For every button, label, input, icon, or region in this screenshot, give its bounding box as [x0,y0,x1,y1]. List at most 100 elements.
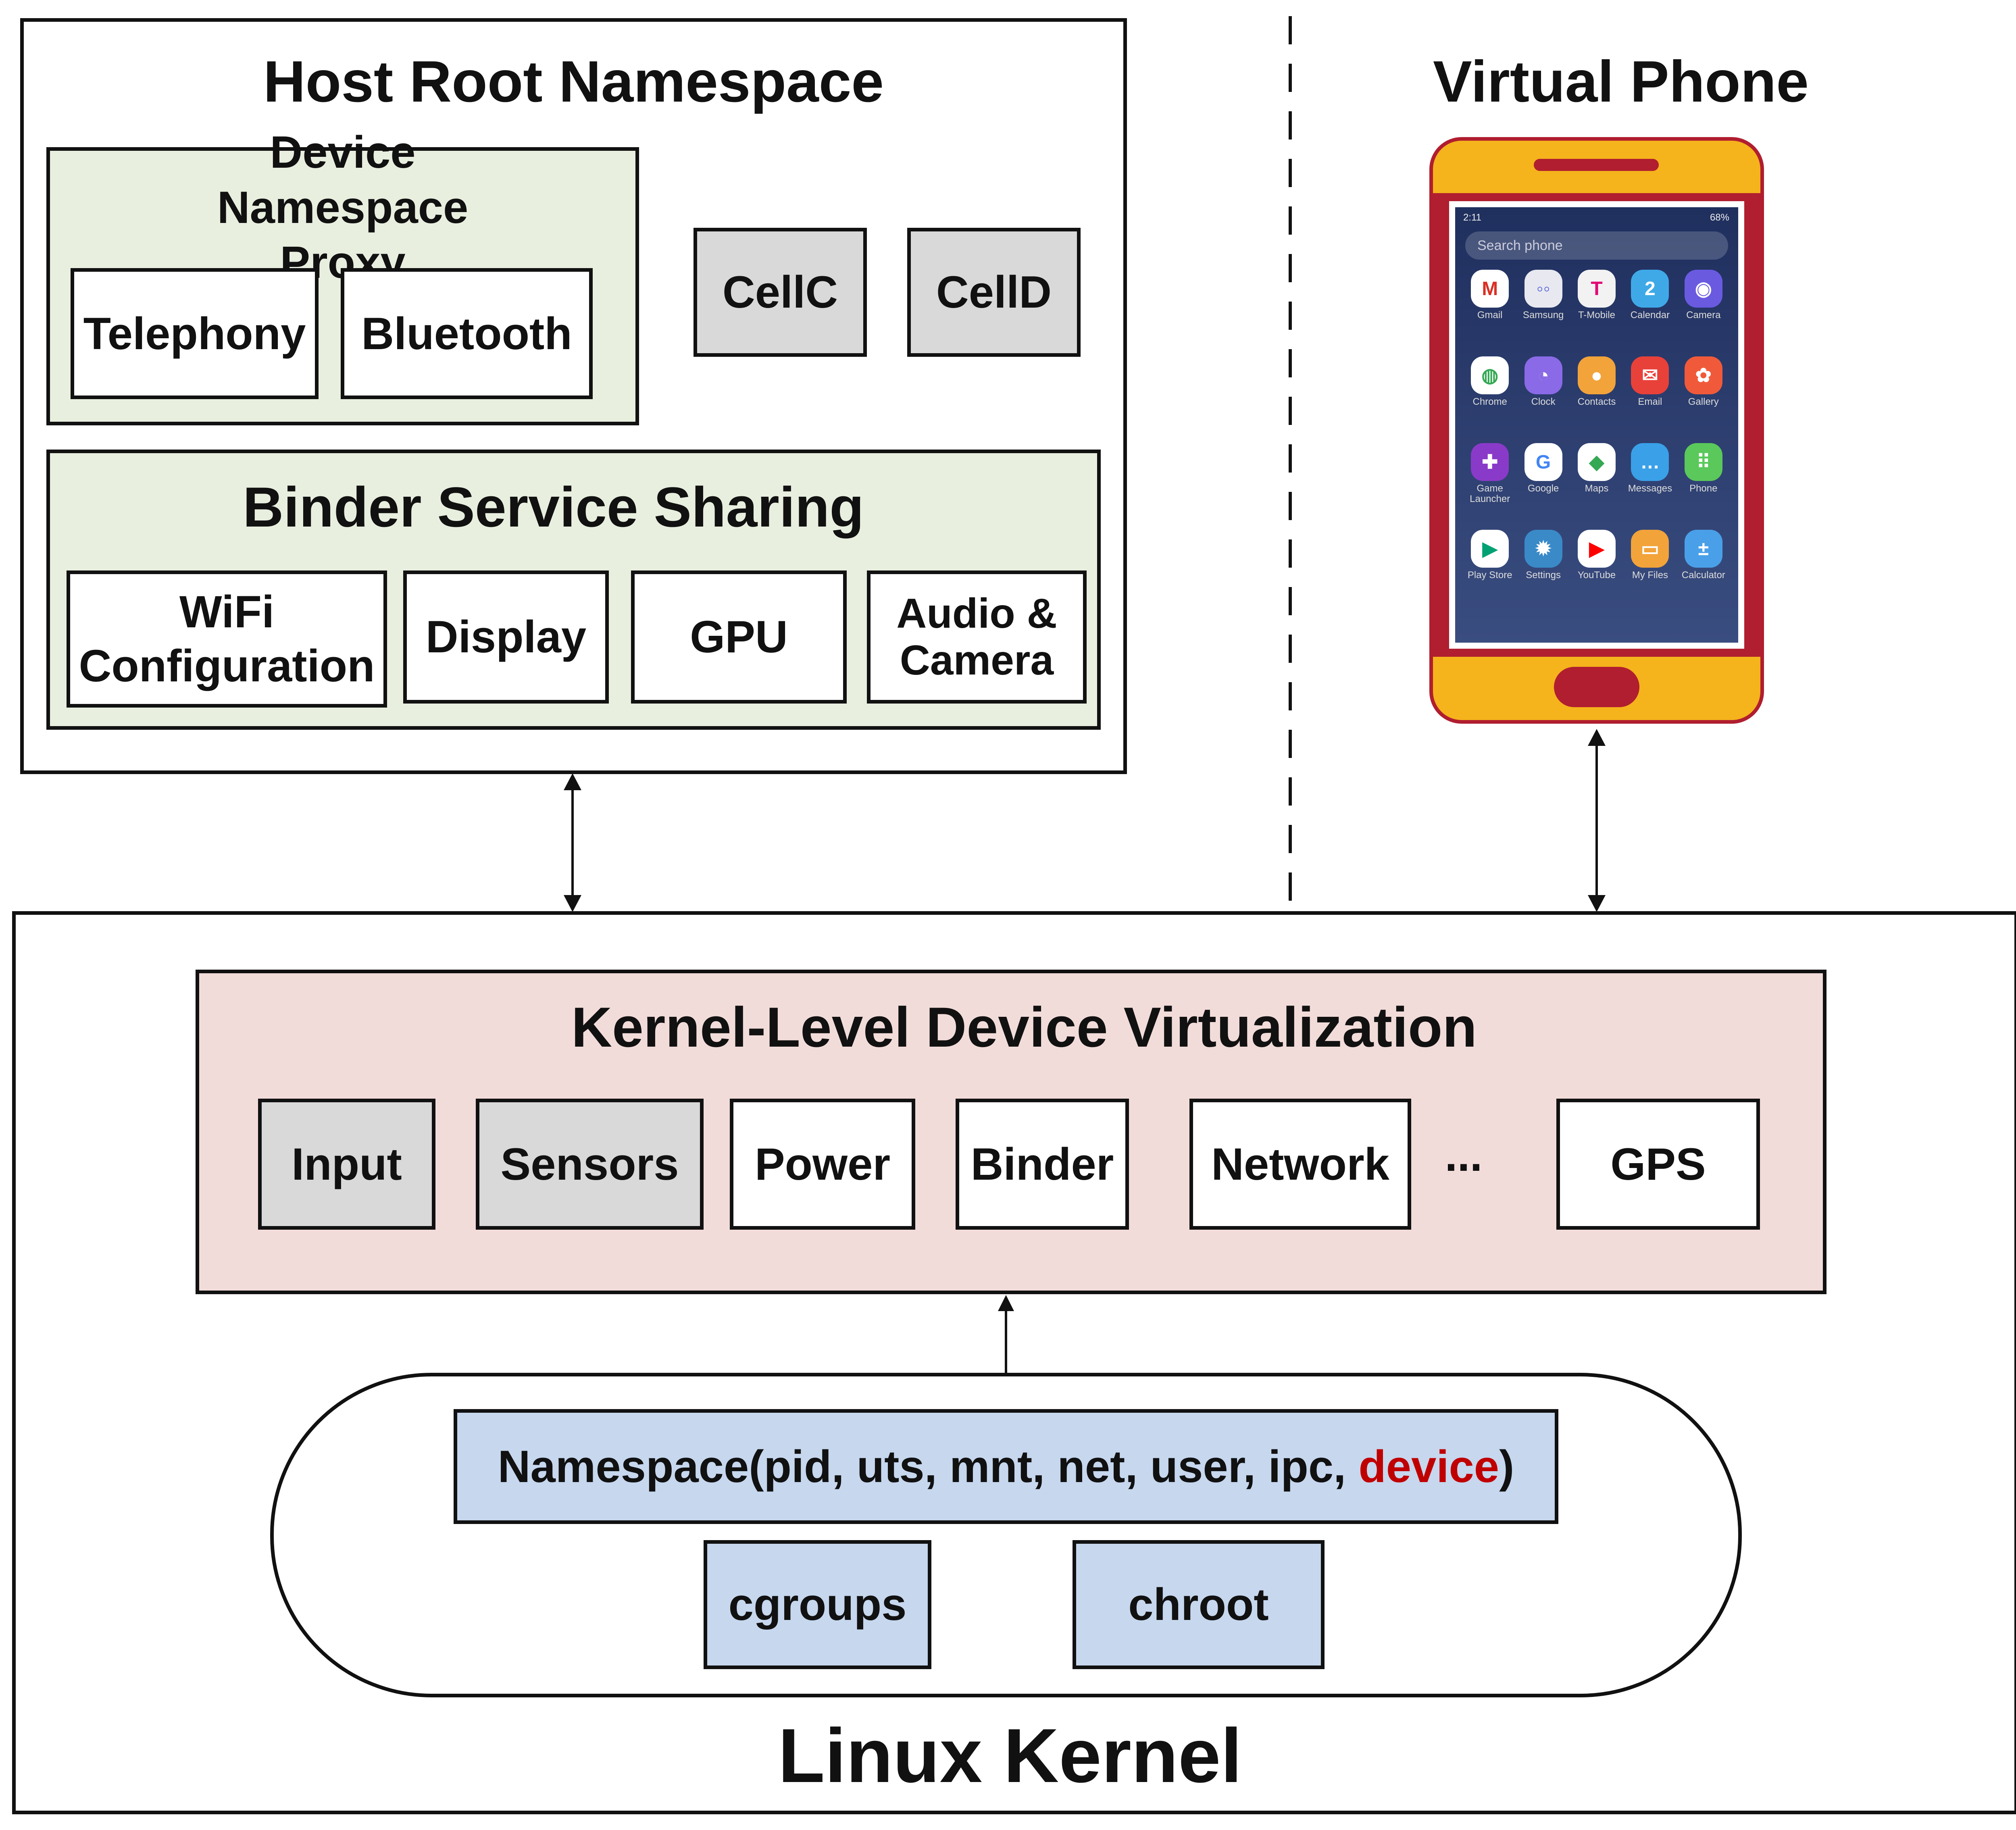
search-phone-bar[interactable]: Search phone [1465,231,1728,260]
namespace-box: Namespace(pid, uts, mnt, net, user, ipc,… [454,1409,1558,1524]
namespace-virtualization-arrow [998,1295,1014,1375]
app-game-launcher[interactable]: ✚Game Launcher [1463,439,1516,526]
app-label: Settings [1526,570,1561,581]
app-icon-calculator-icon: ± [1684,530,1722,568]
app-icon-play-store-icon: ▶ [1471,530,1509,568]
namespace-suffix: ) [1499,1441,1514,1492]
ellipsis-label: ... [1445,1130,1483,1180]
app-samsung[interactable]: ◦◦ Samsung [1516,266,1570,352]
app-label: Gmail [1477,310,1503,321]
cellc-box: CellC [694,228,867,357]
cgroups-box: cgroups [704,1540,931,1669]
power-box: Power [730,1099,915,1230]
app-settings[interactable]: ✹ Settings [1516,526,1570,612]
phone-kernel-arrow [1588,729,1606,912]
app-icon-phone-icon: ⠿ [1684,443,1722,481]
app-chrome[interactable]: ◍ Chrome [1463,352,1516,439]
app-gmail[interactable]: M Gmail [1463,266,1516,352]
app-icon-google-icon: G [1524,443,1562,481]
status-battery: 68% [1710,212,1729,223]
chroot-box: chroot [1073,1540,1325,1669]
app-calculator[interactable]: ± Calculator [1677,526,1730,612]
linux-kernel-title: Linux Kernel [778,1713,1242,1799]
device-namespace-proxy-title: Device Namespace Proxy [217,127,469,287]
app-label: YouTube [1577,570,1616,581]
app-icon-my-files-icon: ▭ [1631,530,1669,568]
app-label: Maps [1585,483,1609,494]
display-box: Display [403,570,609,704]
app-icon-email-icon: ✉ [1631,356,1669,394]
app-icon-gallery-icon: ✿ [1684,356,1722,394]
celld-box: CellD [907,228,1081,357]
app-label: Gallery [1688,396,1719,407]
app-phone[interactable]: ⠿ Phone [1677,439,1730,526]
namespace-highlight: device [1358,1441,1500,1492]
app-icon-messages-icon: … [1631,443,1669,481]
app-label: Play Store [1467,570,1512,581]
app-camera[interactable]: ◉ Camera [1677,266,1730,352]
app-label: My Files [1632,570,1668,581]
app-label: Game Launcher [1470,483,1510,505]
search-phone-placeholder: Search phone [1477,237,1563,253]
app-label: Contacts [1577,396,1616,407]
status-bar: 2:11 68% [1463,212,1729,228]
app-label: Messages [1628,483,1672,494]
app-icon-youtube-icon: ▶ [1577,530,1616,568]
gps-box: GPS [1556,1099,1760,1230]
app-label: Clock [1531,396,1556,407]
telephony-box: Telephony [71,268,319,399]
app-contacts[interactable]: ● Contacts [1570,352,1623,439]
app-email[interactable]: ✉ Email [1623,352,1677,439]
app-label: Google [1527,483,1559,494]
namespace-prefix: Namespace(pid, uts, mnt, net, user, ipc, [498,1441,1359,1492]
app-icon-gmail-icon: M [1471,270,1509,308]
app-icon-camera-icon: ◉ [1684,270,1722,308]
app-icon-chrome-icon: ◍ [1471,356,1509,394]
app-label: Calendar [1630,310,1670,321]
app-icon-calendar-icon: 2 [1631,270,1669,308]
app-label: Camera [1686,310,1721,321]
phone-illustration: 2:11 68% Search phone M Gmail ◦◦ Samsung T T-… [1429,137,1764,724]
bluetooth-box: Bluetooth [341,268,593,399]
app-icon-game-launcher-icon: ✚ [1471,443,1509,481]
host-kernel-arrow [564,773,581,912]
app-label: Samsung [1522,310,1564,321]
virtual-phone-title: Virtual Phone [1433,49,1809,114]
phone-speaker [1534,159,1659,171]
app-my-files[interactable]: ▭ My Files [1623,526,1677,612]
app-google[interactable]: G Google [1516,439,1570,526]
status-time: 2:11 [1463,212,1481,223]
phone-screen: 2:11 68% Search phone M Gmail ◦◦ Samsung T T-… [1455,207,1738,643]
kernel-device-virtualization-title: Kernel-Level Device Virtualization [571,995,1477,1059]
app-icon-t-mobile-icon: T [1577,270,1616,308]
app-icon-maps-icon: ◆ [1577,443,1616,481]
app-t-mobile[interactable]: T T-Mobile [1570,266,1623,352]
app-label: Phone [1689,483,1718,494]
input-box: Input [258,1099,435,1230]
binder-service-sharing-title: Binder Service Sharing [243,475,864,539]
app-clock[interactable]: ◔ Clock [1516,352,1570,439]
home-button[interactable] [1554,667,1639,707]
app-play-store[interactable]: ▶ Play Store [1463,526,1516,612]
wifi-configuration-box: WiFi Configuration [67,570,387,708]
app-icon-contacts-icon: ● [1577,356,1616,394]
app-maps[interactable]: ◆ Maps [1570,439,1623,526]
app-label: Email [1638,396,1662,407]
audio-camera-box: Audio & Camera [867,570,1087,704]
app-gallery[interactable]: ✿ Gallery [1677,352,1730,439]
app-youtube[interactable]: ▶ YouTube [1570,526,1623,612]
dashed-separator [1289,16,1292,915]
namespace-label: Namespace(pid, uts, mnt, net, user, ipc,… [498,1443,1514,1491]
host-root-namespace-title: Host Root Namespace [263,49,884,114]
app-messages[interactable]: … Messages [1623,439,1677,526]
app-icon-samsung-icon: ◦◦ [1524,270,1562,308]
sensors-box: Sensors [476,1099,704,1230]
app-label: Chrome [1472,396,1507,407]
app-label: T-Mobile [1578,310,1615,321]
app-label: Calculator [1681,570,1725,581]
gpu-box: GPU [631,570,847,704]
app-icon-clock-icon: ◔ [1524,356,1562,394]
app-icon-settings-icon: ✹ [1524,530,1562,568]
